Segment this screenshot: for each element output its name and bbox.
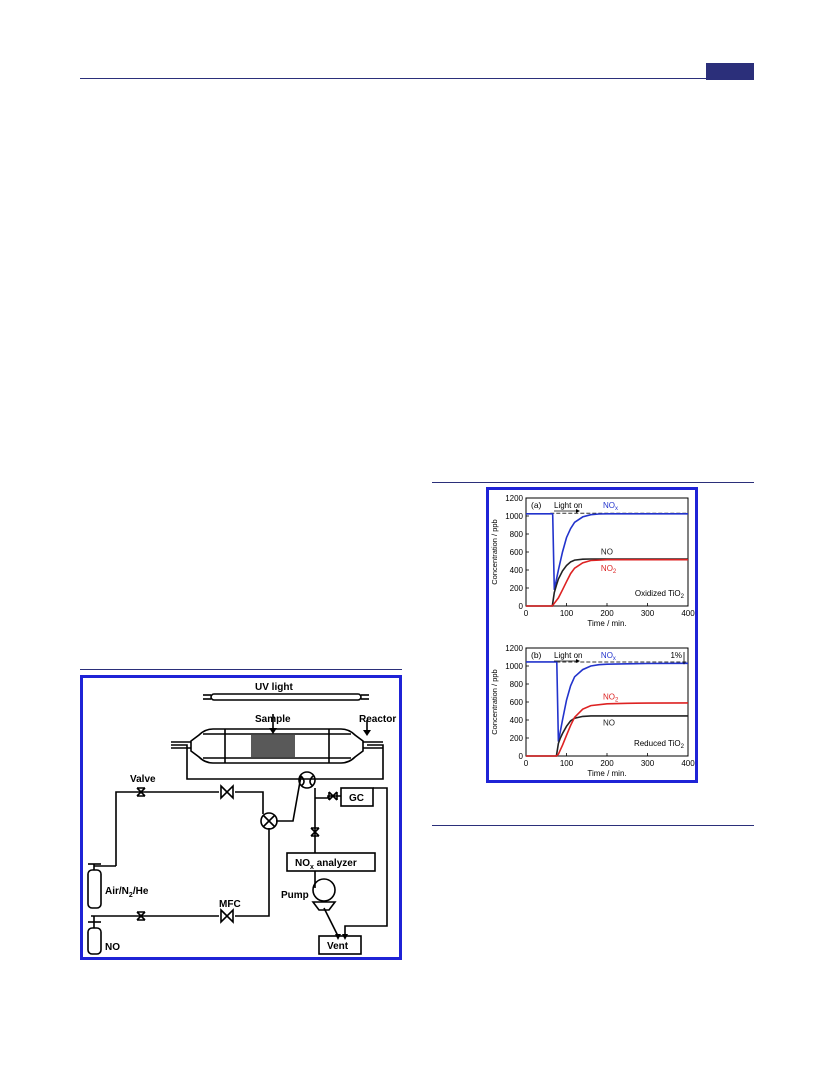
chart-a-y-tick-label: 1000 <box>505 512 523 521</box>
sample-block <box>251 735 295 757</box>
chart-b-y-tick-label: 1200 <box>505 644 523 653</box>
chart-a-y-tick-label: 1200 <box>505 494 523 503</box>
valve-icon <box>220 784 234 800</box>
chart-b-series-label-no: NO <box>603 718 615 727</box>
reactor-scheme-figure: UV light Sample Reactor Valve GC NOx ana… <box>80 675 402 960</box>
small-valve-icon <box>136 787 146 797</box>
chart-a-y-tick-label: 200 <box>510 584 524 593</box>
header-tab <box>706 63 754 80</box>
chart-b-y-tick-label: 1000 <box>505 662 523 671</box>
chart-a-light-on-label: Light on <box>554 501 582 510</box>
air-label: Air/N2/He <box>105 886 149 899</box>
small-valve-icon <box>310 827 320 837</box>
gc-label: GC <box>349 793 364 804</box>
chart-b-x-tick-label: 400 <box>681 759 695 768</box>
figure-left-top-rule <box>80 669 402 670</box>
chart-b-series-label-nox: NOx <box>601 651 616 662</box>
valve-label: Valve <box>130 774 156 785</box>
pump-icon <box>312 878 336 902</box>
chart-b-x-tick-label: 200 <box>600 759 614 768</box>
chart-a-x-tick-label: 200 <box>600 609 614 618</box>
chart-b-y-tick-label: 0 <box>519 752 524 761</box>
mfc-icon <box>220 908 234 924</box>
chart-a-y-tick-label: 400 <box>510 566 524 575</box>
chart-a-y-tick-label: 600 <box>510 548 524 557</box>
chart-b-x-tick-label: 300 <box>641 759 655 768</box>
chart-a-y-tick-label: 0 <box>519 602 524 611</box>
reactor-body <box>190 728 364 764</box>
chart-a-x-tick-label: 400 <box>681 609 695 618</box>
chart-b-y-tick-label: 600 <box>510 698 524 707</box>
mixer-icon <box>260 812 278 830</box>
chart-b-series-label-no2: NO2 <box>603 692 619 703</box>
no-cylinder-label: NO <box>105 942 120 953</box>
chart-a-x-axis-label: Time / min. <box>587 619 626 628</box>
small-valve-icon <box>136 911 146 921</box>
chart-b-y-tick-label: 800 <box>510 680 524 689</box>
chart-b-percent-label: 1% <box>670 651 682 660</box>
nox-analyzer-label: NOx analyzer <box>295 858 357 871</box>
chart-a-series-nox <box>526 512 688 590</box>
vent-label: Vent <box>327 941 349 952</box>
gc-box <box>340 787 374 807</box>
chart-a-y-tick-label: 800 <box>510 530 524 539</box>
uv-light-label: UV light <box>255 682 293 693</box>
mfc-label: MFC <box>219 899 241 910</box>
chart-b-light-on-label: Light on <box>554 651 582 660</box>
pump-label: Pump <box>281 890 309 901</box>
reactor-scheme-svg: UV light Sample Reactor Valve GC NOx ana… <box>87 682 396 955</box>
chart-a-x-tick-label: 300 <box>641 609 655 618</box>
chart-b-series-no2 <box>526 702 689 757</box>
chart-b-y-tick-label: 200 <box>510 734 524 743</box>
reactor-label: Reactor <box>359 714 396 725</box>
chart-b-sample-label: Reduced TiO2 <box>634 739 685 750</box>
chart-a-panel-label: (a) <box>531 500 542 510</box>
chart-b-y-tick-label: 400 <box>510 716 524 725</box>
chart-a-series-label-no2: NO2 <box>601 564 617 575</box>
figure-right-bottom-rule <box>432 825 754 826</box>
chart-b-y-axis-label: Concentration / ppb <box>490 669 499 734</box>
chart-b-x-tick-label: 100 <box>560 759 574 768</box>
chart-a-series-label-nox: NOx <box>603 501 618 512</box>
four-way-valve-icon <box>298 771 316 789</box>
chart-a-y-axis-label: Concentration / ppb <box>490 519 499 584</box>
chart-b-series-nox <box>526 661 689 742</box>
chart-a-series-label-no: NO <box>601 548 613 557</box>
sample-label: Sample <box>255 714 291 725</box>
no-cylinder <box>87 927 102 955</box>
chart-a-x-tick-label: 100 <box>560 609 574 618</box>
chart-a-light-on-arrowhead <box>576 509 580 513</box>
header-rule <box>80 78 754 79</box>
chart-b-x-axis-label: Time / min. <box>587 769 626 778</box>
air-cylinder <box>87 869 102 909</box>
nox-analyzer-box <box>286 852 376 872</box>
small-valve-icon <box>328 791 338 801</box>
figure-right-top-rule <box>432 482 754 483</box>
uv-light-tube <box>210 693 362 701</box>
chart-b-x-tick-label: 0 <box>524 759 529 768</box>
chart-a-sample-label: Oxidized TiO2 <box>635 589 685 600</box>
chart-a-series-no2 <box>526 558 688 607</box>
chart-a-x-tick-label: 0 <box>524 609 529 618</box>
chart-b-light-on-arrowhead <box>576 659 580 663</box>
chart-b-panel-label: (b) <box>531 650 542 660</box>
